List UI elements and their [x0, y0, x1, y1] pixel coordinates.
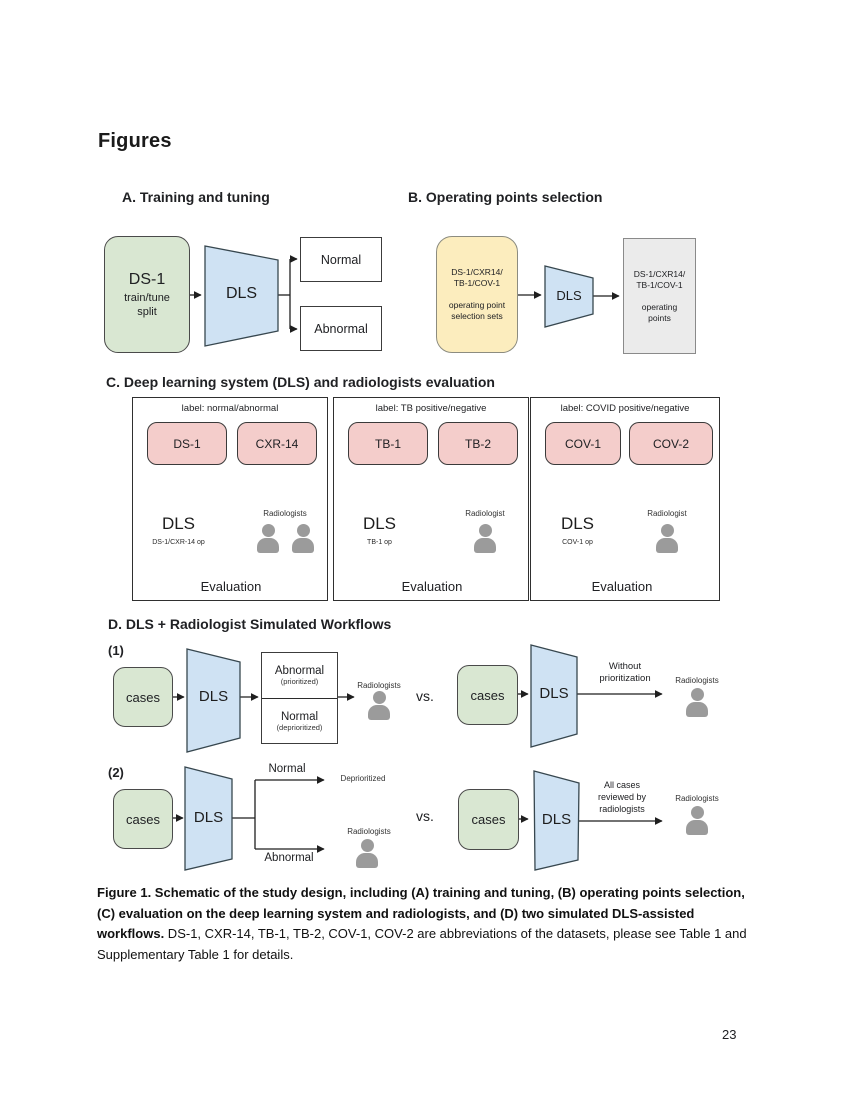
c2-evaluation-label: Evaluation: [401, 579, 463, 594]
workflow2-radiologists-label: Radiologists: [347, 827, 391, 836]
page-title: Figures: [98, 130, 172, 152]
workflow1-radiologists-label: Radiologists: [357, 681, 401, 690]
panel-a-title: A. Training and tuning: [122, 189, 270, 205]
dls-trapezoid-d2-left: [184, 766, 233, 871]
workflow2-alt-cases-box: cases: [458, 789, 519, 850]
radiologist-icon: [367, 691, 391, 721]
workflow2-dls-label: DLS: [193, 809, 224, 826]
panel-a-dls-label: DLS: [225, 285, 258, 302]
workflow1-alt-radiologists-label: Radiologists: [675, 676, 719, 685]
panel-a-output-abnormal: Abnormal: [300, 306, 382, 351]
c1-dls-op-label: DS-1/CXR-14 op: [152, 539, 205, 546]
panel-a-source-title: DS-1: [128, 270, 166, 288]
panel-b-connectors: [518, 291, 620, 300]
figure-caption-regular: DS-1, CXR-14, TB-1, TB-2, COV-1, COV-2 a…: [97, 926, 747, 962]
c2-dls-op-label: TB-1 op: [367, 539, 392, 546]
panel-c-title: C. Deep learning system (DLS) and radiol…: [106, 374, 495, 390]
workflow1-dls-label: DLS: [198, 688, 229, 705]
workflow2-alt-radiologists-label: Radiologists: [675, 794, 719, 803]
workflow2-branch-bottom-label: Abnormal: [264, 852, 314, 864]
workflow1-alt-cases-box: cases: [457, 665, 518, 725]
workflow1-triage-bottom-sub: (deprioritized): [276, 722, 323, 732]
c2-dataset-left: TB-1: [348, 422, 428, 465]
c3-dataset-left: COV-1: [545, 422, 621, 465]
workflow1-alt-arrow-label: Without prioritization: [599, 661, 651, 684]
workflow2-alt-arrow-label: All cases reviewed by radiologists: [597, 780, 647, 814]
panel-b-dls-label: DLS: [556, 288, 582, 303]
c2-label: label: TB positive/negative: [375, 403, 487, 414]
dls-trapezoid-b: [544, 265, 594, 328]
workflow2-alt-dls-label: DLS: [541, 811, 572, 828]
radiologist-icon: [355, 839, 379, 869]
workflow1-number: (1): [108, 643, 124, 658]
dls-trapezoid-d1-left: [186, 648, 241, 753]
c3-dls-op-label: COV-1 op: [562, 539, 593, 546]
figure-caption-bold: Figure 1. Schematic of the study design,…: [97, 885, 745, 941]
workflow2-cases-box: cases: [113, 789, 173, 849]
c1-dls-label: DLS: [161, 514, 196, 533]
c1-radiologists-label: Radiologists: [263, 509, 307, 518]
panel-b-title: B. Operating points selection: [408, 189, 603, 205]
c2-radiologist-label: Radiologist: [465, 509, 505, 518]
workflow2-connectors: [173, 776, 663, 853]
workflow1-triage-top-sub: (prioritized): [280, 677, 319, 686]
panel-b-input-box: DS-1/CXR14/ TB-1/COV-1 operating point s…: [436, 236, 518, 353]
workflow1-triage-top-cell: Abnormal (prioritized): [262, 653, 337, 699]
radiologist-icon: [655, 524, 679, 554]
panel-a-source-sub: train/tune split: [124, 291, 170, 318]
workflow2-branch-top-label: Normal: [268, 763, 306, 775]
radiologist-icon: [685, 688, 709, 718]
c3-label: label: COVID positive/negative: [560, 403, 690, 414]
workflow1-vs-label: vs.: [416, 688, 434, 704]
c1-label: label: normal/abnormal: [181, 403, 279, 414]
c3-dls-label: DLS: [560, 514, 595, 533]
workflow1-triage-bottom: Normal: [280, 710, 319, 723]
panel-d-title: D. DLS + Radiologist Simulated Workflows: [108, 616, 392, 632]
workflow1-triage-top: Abnormal: [274, 665, 325, 677]
radiologist-icon: [256, 524, 280, 554]
workflow1-connectors: [173, 690, 663, 701]
c3-evaluation-label: Evaluation: [591, 579, 653, 594]
panel-b-output-box: DS-1/CXR14/ TB-1/COV-1 operating points: [623, 238, 696, 354]
panel-a-source-box: DS-1 train/tune split: [104, 236, 190, 353]
c3-radiologist-label: Radiologist: [647, 509, 687, 518]
radiologist-icon: [685, 806, 709, 836]
c3-dataset-right: COV-2: [629, 422, 713, 465]
dls-trapezoid-d2-right: [533, 770, 580, 871]
workflow1-triage-bottom-cell: Normal (deprioritized): [262, 699, 337, 743]
page-number: 23: [722, 1027, 737, 1042]
workflow2-vs-label: vs.: [416, 808, 434, 824]
panel-a-output-normal: Normal: [300, 237, 382, 282]
workflow2-number: (2): [108, 765, 124, 780]
c1-dataset-left: DS-1: [147, 422, 227, 465]
radiologist-icon: [291, 524, 315, 554]
workflow2-branch-top-dest: Deprioritized: [340, 774, 386, 783]
c1-evaluation-label: Evaluation: [200, 579, 262, 594]
radiologist-icon: [473, 524, 497, 554]
workflow1-alt-dls-label: DLS: [539, 685, 569, 702]
figure-caption: Figure 1. Schematic of the study design,…: [97, 883, 759, 965]
workflow1-triage-box: Abnormal (prioritized) Normal (depriorit…: [261, 652, 338, 744]
c2-dataset-right: TB-2: [438, 422, 518, 465]
workflow1-cases-box: cases: [113, 667, 173, 727]
c1-dataset-right: CXR-14: [237, 422, 317, 465]
c2-dls-label: DLS: [362, 514, 397, 533]
dls-trapezoid-a: [204, 245, 279, 347]
dls-trapezoid-d1-right: [530, 644, 578, 748]
panel-a-connectors: [190, 255, 298, 333]
